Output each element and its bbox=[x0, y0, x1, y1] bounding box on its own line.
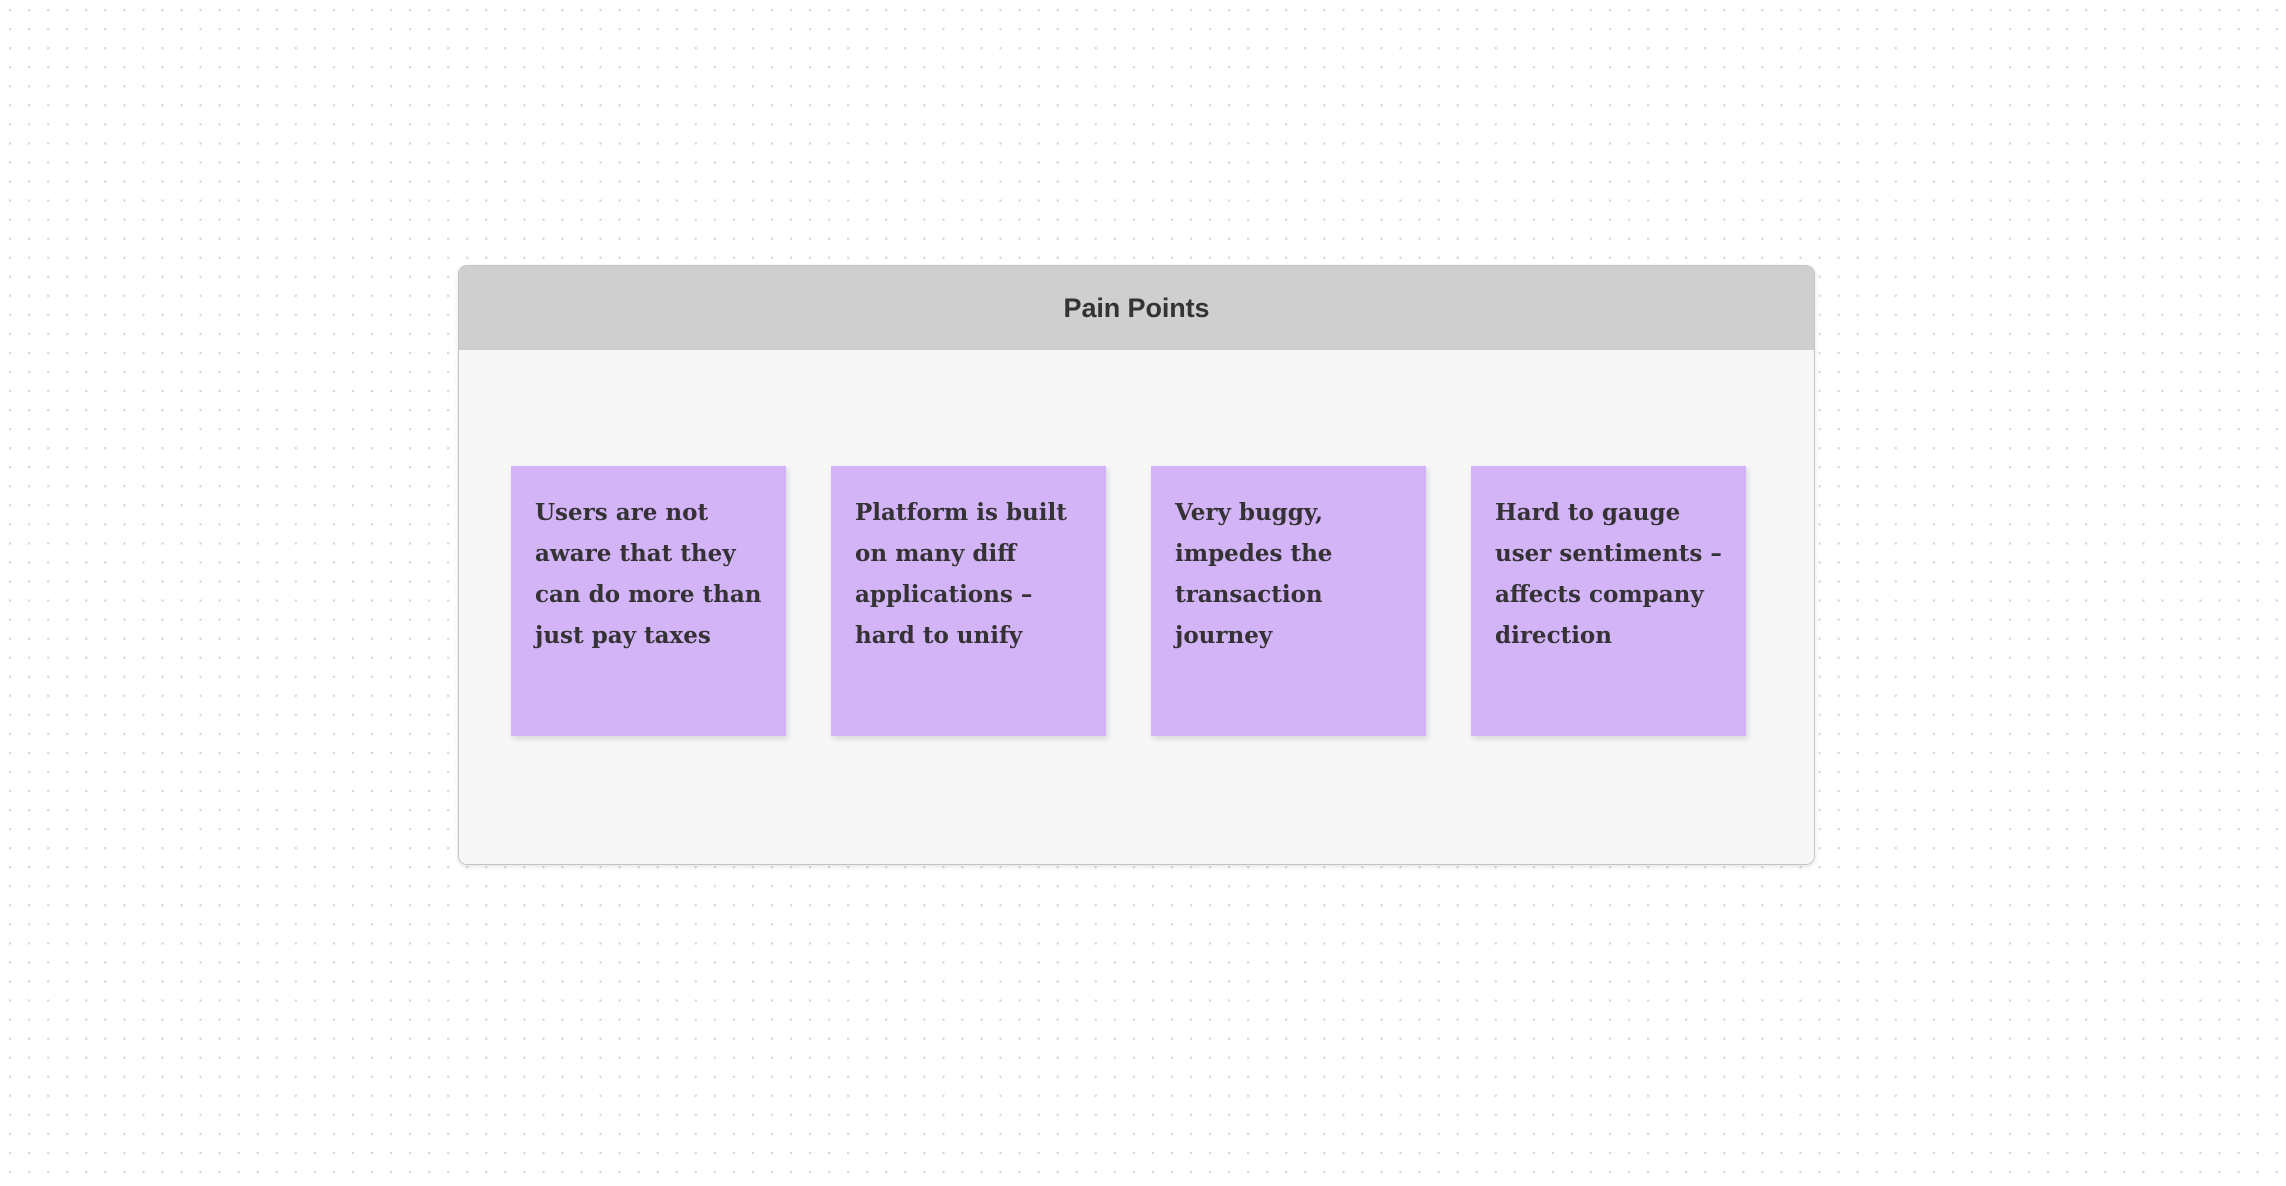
sticky-note[interactable]: Platform is built on many diff applicati… bbox=[831, 466, 1106, 736]
sticky-note[interactable]: Very buggy, impedes the transaction jour… bbox=[1151, 466, 1426, 736]
pain-points-frame[interactable]: Pain Points Users are not aware that the… bbox=[458, 265, 1815, 865]
sticky-note[interactable]: Hard to gauge user sentiments – affects … bbox=[1471, 466, 1746, 736]
sticky-note[interactable]: Users are not aware that they can do mor… bbox=[511, 466, 786, 736]
sticky-note-text: Users are not aware that they can do mor… bbox=[535, 499, 762, 649]
sticky-notes-row: Users are not aware that they can do mor… bbox=[511, 466, 1746, 736]
frame-header[interactable]: Pain Points bbox=[459, 266, 1814, 350]
frame-title: Pain Points bbox=[1063, 292, 1210, 323]
sticky-note-text: Platform is built on many diff applicati… bbox=[855, 499, 1067, 649]
sticky-note-text: Hard to gauge user sentiments – affects … bbox=[1495, 499, 1722, 649]
sticky-note-text: Very buggy, impedes the transaction jour… bbox=[1175, 499, 1333, 649]
frame-body: Users are not aware that they can do mor… bbox=[459, 350, 1814, 864]
